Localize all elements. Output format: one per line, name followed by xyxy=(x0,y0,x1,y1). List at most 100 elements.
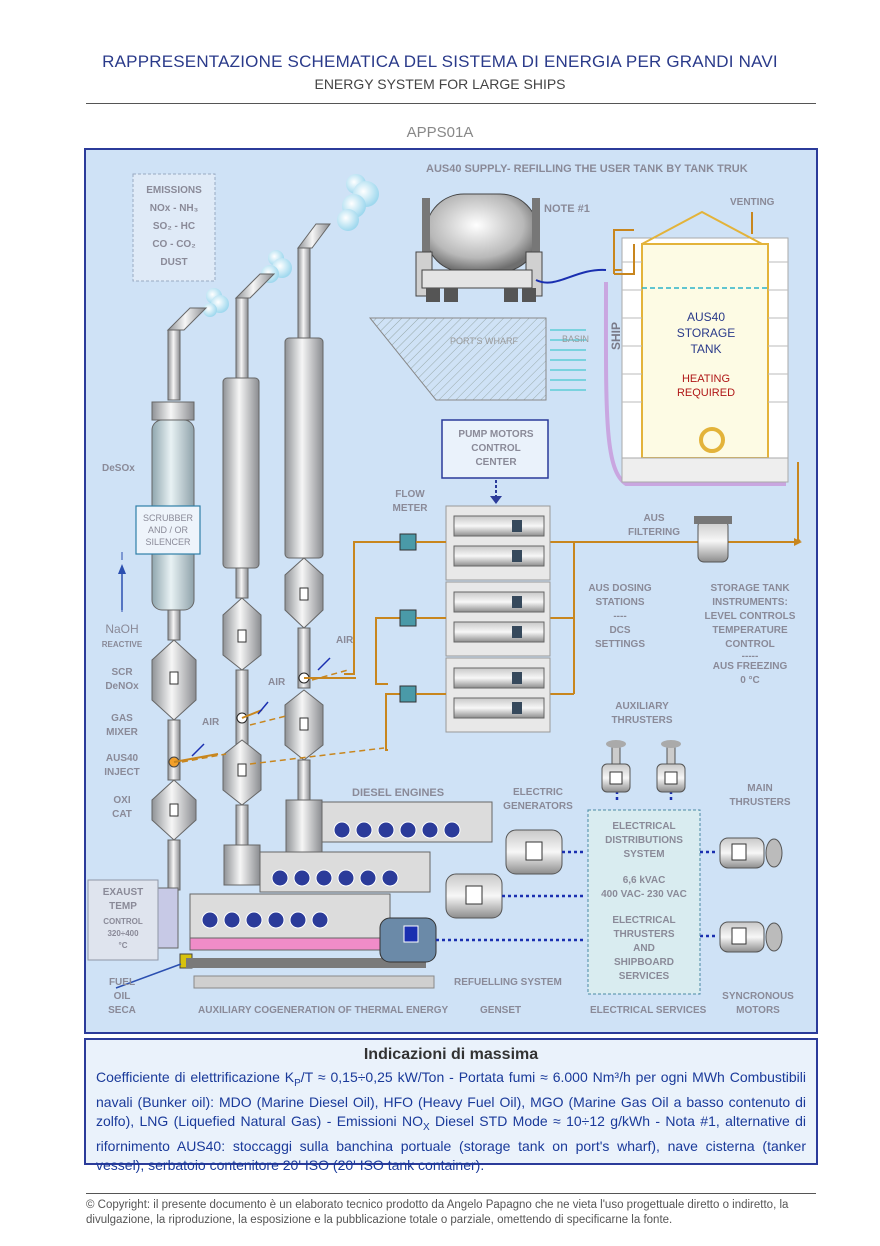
electrical-services-label: ELECTRICAL SERVICES xyxy=(590,1005,707,1016)
energy-system-diagram xyxy=(87,173,802,995)
tank-heating-2: REQUIRED xyxy=(676,387,736,399)
exhaust-temp-box xyxy=(87,879,159,961)
aus-dosing-4: DCS xyxy=(609,625,631,636)
electric-generators xyxy=(379,829,563,963)
smoke-puffs xyxy=(203,174,379,317)
storage-instr-2: INSTRUMENTS: xyxy=(712,597,788,608)
emissions-title: EMISSIONS xyxy=(146,185,202,196)
desox-label: DeSOx xyxy=(102,463,135,474)
ports-wharf-label: PORT'S WHARF xyxy=(450,336,519,346)
electrical-distribution-box xyxy=(587,809,701,995)
tank-name-3: TANK xyxy=(690,342,722,356)
storage-instr-6: ----- xyxy=(741,651,759,662)
main-thrusters-2: THRUSTERS xyxy=(729,797,791,808)
elec-dist-3: SYSTEM xyxy=(623,849,665,860)
ports-wharf xyxy=(368,317,547,401)
notes-text: Coefficiente di elettrificazione KP/T ≈ … xyxy=(96,1069,806,1173)
supply-title: AUS40 SUPPLY- REFILLING THE USER TANK BY… xyxy=(426,163,748,175)
air-lines xyxy=(181,669,385,765)
tank-name-2: STORAGE xyxy=(676,326,736,340)
electric-generators-2: GENERATORS xyxy=(503,801,573,812)
tank-heating-1: HEATING xyxy=(681,373,731,385)
air-label-1: AIR xyxy=(202,717,220,728)
exhaust-stack-3 xyxy=(284,223,331,856)
scrubber-2: AND / OR xyxy=(147,525,189,535)
fuel-oil-1: FUEL xyxy=(108,977,136,988)
exaust-control-2: 320÷400 xyxy=(107,929,139,938)
page-subtitle: ENERGY SYSTEM FOR LARGE SHIPS xyxy=(314,76,566,92)
elec-dist-1: ELECTRICAL xyxy=(612,821,676,832)
elec-dist-2: DISTRIBUTIONS xyxy=(605,835,683,846)
gas-mixer-1: GAS xyxy=(111,713,133,724)
aus-dosing-1: AUS DOSING xyxy=(588,583,652,594)
emissions-box xyxy=(132,173,216,282)
main-thrusters-1: MAIN xyxy=(747,783,773,794)
header-divider xyxy=(86,103,816,104)
elec-thr-5: SERVICES xyxy=(618,971,670,982)
emissions-so2: SO₂ - HC xyxy=(152,221,196,232)
naoh-arrow xyxy=(118,564,126,574)
footer-divider xyxy=(86,1193,816,1194)
exaust-2: TEMP xyxy=(109,901,137,912)
storage-instr-5: CONTROL xyxy=(725,639,775,650)
diagram-frame: AUS40 SUPPLY- REFILLING THE USER TANK BY… xyxy=(84,148,818,1034)
scrubber-box xyxy=(135,505,201,555)
main-thrusters xyxy=(719,837,783,953)
air-label-3: AIR xyxy=(336,635,354,646)
genset-label: GENSET xyxy=(480,1005,522,1016)
diesel-engines xyxy=(186,801,493,989)
scrubber-3: SILENCER xyxy=(145,537,191,547)
aus40-inject-1: AUS40 xyxy=(105,753,139,764)
syncronous-1: SYNCRONOUS xyxy=(722,991,794,1002)
electric-generators-1: ELECTRIC xyxy=(513,787,563,798)
tank-name-1: AUS40 xyxy=(686,310,726,324)
flow-meter-2: METER xyxy=(392,503,428,514)
fuel-oil-line xyxy=(115,963,182,989)
voltage-2: 400 VAC- 230 VAC xyxy=(601,889,687,900)
aus40-storage-tank xyxy=(614,210,789,483)
aus-dosing-2: STATIONS xyxy=(595,597,645,608)
pump-center-1: PUMP MOTORS xyxy=(458,429,534,440)
storage-instr-3: LEVEL CONTROLS xyxy=(704,611,796,622)
pump-center-3: CENTER xyxy=(475,457,517,468)
basin-label: BASIN xyxy=(562,334,590,344)
emissions-dust: DUST xyxy=(160,257,188,268)
naoh-label: NaOH xyxy=(105,622,139,636)
auxiliary-thrusters xyxy=(601,740,686,793)
reactive-label: REACTIVE xyxy=(101,640,143,649)
voltage-1: 6,6 kVAC xyxy=(622,875,666,886)
fuel-oil-3: SECA xyxy=(108,1005,136,1016)
elec-thr-3: AND xyxy=(633,943,655,954)
flow-meters xyxy=(399,533,446,703)
copyright-notice: © Copyright: il presente documento è un … xyxy=(86,1199,789,1226)
aus-filtering-2: FILTERING xyxy=(627,527,681,538)
scr-label-2: DeNOx xyxy=(105,681,139,692)
storage-instr-8: 0 °C xyxy=(740,675,760,686)
ship-label: SHIP xyxy=(609,321,623,350)
power-lines xyxy=(436,784,716,942)
elec-thr-4: SHIPBOARD xyxy=(613,957,675,968)
syncronous-2: MOTORS xyxy=(736,1005,780,1016)
scrubber-1: SCRUBBER xyxy=(142,513,194,523)
page-title: RAPPRESENTAZIONE SCHEMATICA DEL SISTEMA … xyxy=(102,52,778,71)
aus-filter xyxy=(694,516,732,563)
aux-cogen-label: AUXILIARY COGENERATION OF THERMAL ENERGY xyxy=(198,1005,449,1016)
scr-label-1: SCR xyxy=(111,667,133,678)
storage-instr-1: STORAGE TANK xyxy=(710,583,790,594)
storage-instr-7: AUS FREEZING xyxy=(712,661,788,672)
pump-center-2: CONTROL xyxy=(471,443,521,454)
air-label-2: AIR xyxy=(268,677,286,688)
refuelling-label: REFUELLING SYSTEM xyxy=(454,977,562,988)
elec-thr-2: THRUSTERS xyxy=(613,929,675,940)
venting-label: VENTING xyxy=(730,197,775,208)
aux-thrusters-1: AUXILIARY xyxy=(615,701,669,712)
oxi-cat-2: CAT xyxy=(112,809,132,820)
elec-thr-1: ELECTRICAL xyxy=(612,915,676,926)
aus-dosing-3: ---- xyxy=(613,611,627,622)
storage-instr-4: TEMPERATURE xyxy=(712,625,788,636)
exaust-1: EXAUST xyxy=(102,887,144,898)
gas-mixer-2: MIXER xyxy=(106,727,138,738)
notes-box: Indicazioni di massima Coefficiente di e… xyxy=(84,1038,818,1173)
emissions-nox: NOx - NH₃ xyxy=(149,203,199,214)
fuel-oil-2: OIL xyxy=(113,991,131,1002)
